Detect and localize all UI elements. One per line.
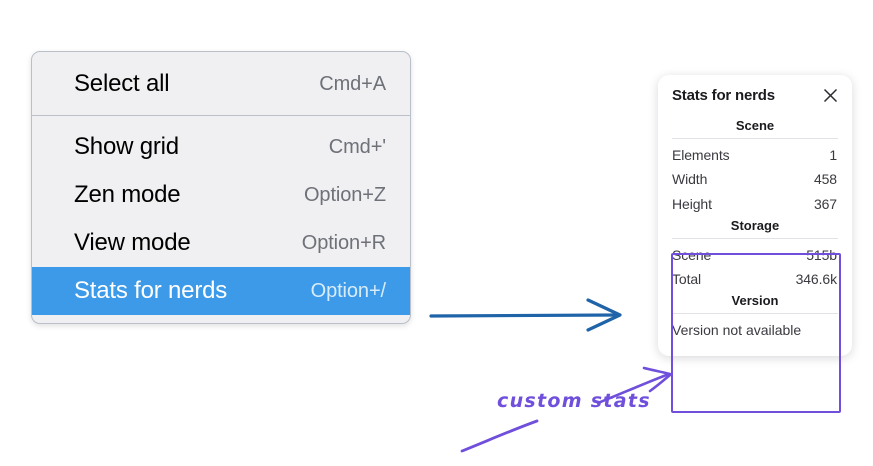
stat-key: Elements xyxy=(672,147,730,163)
menu-item-shortcut: Option+Z xyxy=(303,184,386,206)
stat-row: Scene 515b xyxy=(669,243,841,267)
stat-value: 367 xyxy=(813,195,837,212)
menu-item-label: Show grid xyxy=(74,133,179,160)
stat-row: Width 458 xyxy=(669,167,841,191)
section-heading: Scene xyxy=(735,118,775,133)
menu-item-shortcut: Option+R xyxy=(301,232,386,254)
stat-value: 458 xyxy=(813,171,837,188)
stat-value: 515b xyxy=(806,246,837,263)
section-divider xyxy=(672,313,838,315)
section-heading: Version xyxy=(731,293,779,309)
menu-item-label: Select all xyxy=(74,70,170,97)
menu-item-stats-for-nerds[interactable]: Stats for nerds Option+/ xyxy=(32,267,410,315)
stat-row: Total 346.6k xyxy=(669,267,841,291)
menu-item-shortcut: Cmd+A xyxy=(319,73,386,95)
menu-item-view-mode[interactable]: View mode Option+R xyxy=(32,219,410,267)
stat-key: Height xyxy=(672,195,712,212)
stat-key: Width xyxy=(672,171,708,188)
menu-item-label: View mode xyxy=(74,229,191,256)
menu-item-select-all[interactable]: Select all Cmd+A xyxy=(32,60,410,108)
close-icon[interactable] xyxy=(822,87,839,104)
stat-key: Total xyxy=(672,271,702,288)
section-divider xyxy=(672,237,838,239)
stats-for-nerds-panel[interactable]: Stats for nerds Scene Elements 1 Width 4… xyxy=(658,75,852,356)
stats-section-storage: Storage Scene 515b Total 346.6k xyxy=(669,216,841,292)
menu-item-show-grid[interactable]: Show grid Cmd+' xyxy=(32,123,410,171)
purple-underline-stroke xyxy=(460,419,539,453)
stat-row: Elements 1 xyxy=(669,143,841,167)
stat-row: Height 367 xyxy=(669,192,841,216)
menu-group-2: Show grid Cmd+' Zen mode Option+Z View m… xyxy=(32,116,410,323)
panel-title: Stats for nerds xyxy=(672,87,775,104)
purple-arrow-icon xyxy=(596,366,672,405)
stat-value: 346.6k xyxy=(795,271,838,288)
menu-group-1: Select all Cmd+A xyxy=(32,52,410,115)
panel-header: Stats for nerds xyxy=(669,87,841,104)
context-menu[interactable]: Select all Cmd+A Show grid Cmd+' Zen mod… xyxy=(31,51,411,324)
annotation-label-custom-stats: custom stats xyxy=(497,390,651,412)
menu-item-zen-mode[interactable]: Zen mode Option+Z xyxy=(32,171,410,219)
section-heading: Storage xyxy=(730,217,780,233)
menu-item-shortcut: Cmd+' xyxy=(328,136,386,158)
stat-value: 1 xyxy=(829,147,837,163)
stat-key: Scene xyxy=(672,246,712,263)
stats-section-version: Version Version not available xyxy=(669,291,841,341)
stats-section-scene: Scene Elements 1 Width 458 Height 367 xyxy=(669,116,841,216)
blue-arrow-icon xyxy=(429,298,622,332)
menu-item-label: Stats for nerds xyxy=(74,277,228,304)
version-note: Version not available xyxy=(672,322,802,339)
menu-item-label: Zen mode xyxy=(74,181,181,208)
menu-item-shortcut: Option+/ xyxy=(310,280,386,302)
section-divider xyxy=(672,138,838,139)
menu-separator xyxy=(32,115,410,116)
